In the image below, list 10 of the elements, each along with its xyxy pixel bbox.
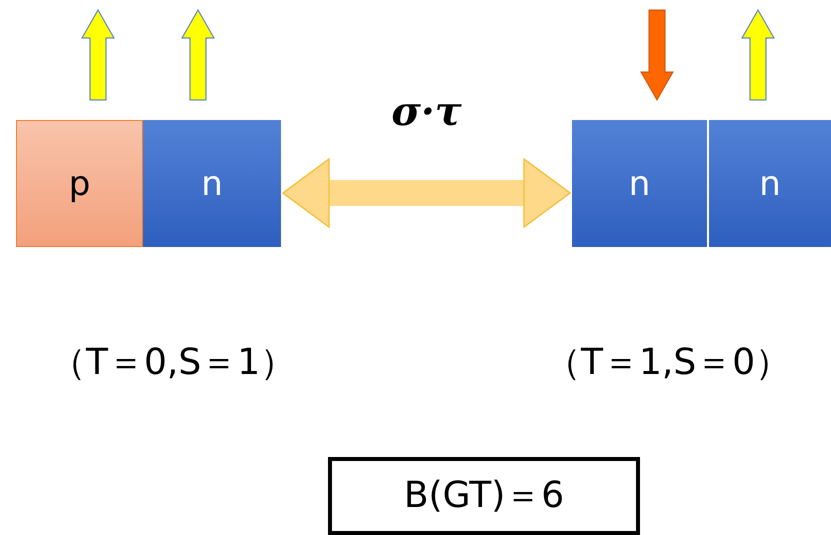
result-box [328, 457, 640, 535]
double-arrow [282, 158, 571, 228]
node-text: n [759, 166, 781, 200]
node-text: n [201, 166, 223, 200]
quantum-numbers-label: （T＝0,S＝1） [50, 345, 296, 381]
node-text: p [68, 166, 90, 200]
quantum-numbers-label: （T＝1,S＝0） [545, 345, 792, 381]
node-text: B(GT)＝6 [404, 478, 564, 514]
p-box [16, 120, 143, 247]
node-text: n [628, 166, 650, 200]
